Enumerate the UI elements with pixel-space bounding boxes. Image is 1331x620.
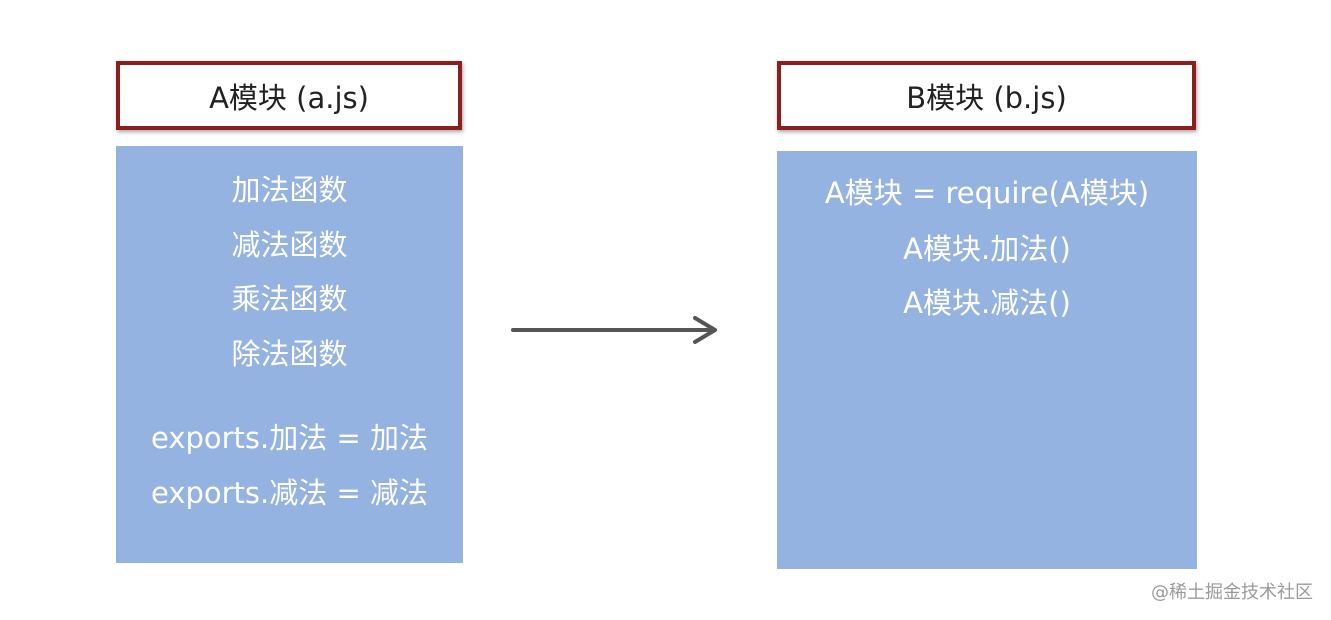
- exports-line: exports.加法 = 加法: [150, 421, 428, 455]
- watermark: @稀土掘金技术社区: [1151, 582, 1313, 603]
- function-line: 加法函数: [231, 173, 348, 207]
- module-a-title-box: A模块 (a.js): [116, 61, 462, 130]
- arrow-right-icon: [511, 316, 717, 344]
- function-line: 乘法函数: [231, 282, 348, 316]
- module-b-title: B模块 (b.js): [906, 80, 1067, 115]
- call-line: A模块.减法(): [903, 286, 1071, 320]
- require-line: A模块 = require(A模块): [824, 176, 1150, 210]
- function-line: 除法函数: [231, 337, 348, 371]
- exports-line: exports.减法 = 减法: [150, 476, 428, 510]
- module-a-panel: 加法函数 减法函数 乘法函数 除法函数 exports.加法 = 加法 expo…: [116, 146, 463, 563]
- module-a-title: A模块 (a.js): [209, 80, 369, 115]
- call-line: A模块.加法(): [903, 232, 1071, 266]
- module-b-title-box: B模块 (b.js): [777, 61, 1196, 130]
- function-line: 减法函数: [231, 228, 348, 262]
- module-b-panel: A模块 = require(A模块) A模块.加法() A模块.减法(): [777, 151, 1197, 569]
